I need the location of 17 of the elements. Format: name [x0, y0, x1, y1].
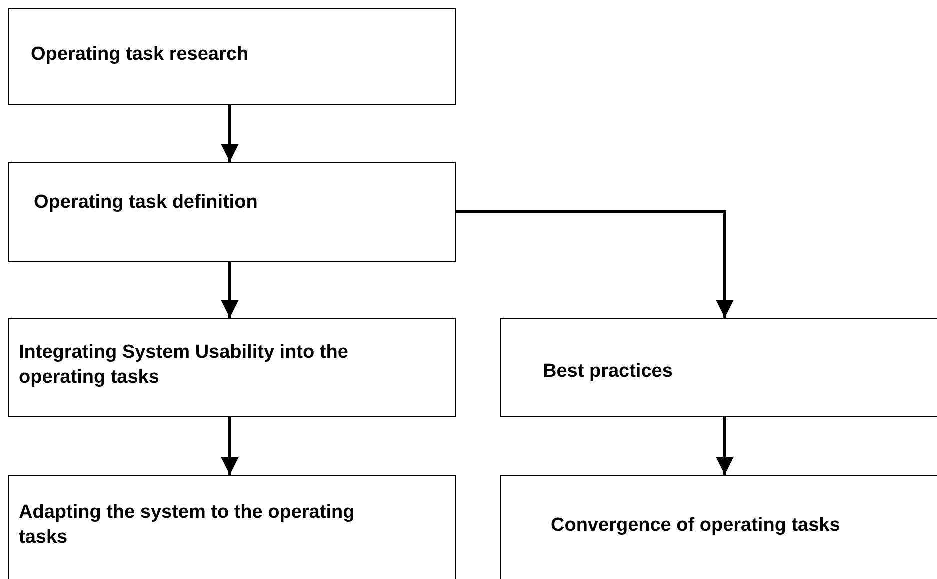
box-label: Adapting the system to the operating tasks	[19, 501, 356, 550]
arrow	[716, 417, 734, 475]
box-label: Operating task definition	[34, 190, 258, 214]
process-box	[8, 475, 456, 579]
box-label: Convergence of operating tasks	[551, 514, 840, 538]
box-label: Operating task research	[31, 43, 249, 67]
arrow	[221, 262, 239, 318]
arrow	[221, 105, 239, 162]
process-box	[500, 318, 937, 417]
box-label: Integrating System Usability into the operating tasks	[19, 340, 350, 390]
process-box	[8, 318, 456, 417]
arrow	[456, 210, 734, 318]
arrow	[221, 417, 239, 475]
box-label: Best practices	[543, 360, 673, 384]
process-box	[8, 8, 456, 105]
process-box	[500, 475, 937, 579]
process-box	[8, 162, 456, 262]
